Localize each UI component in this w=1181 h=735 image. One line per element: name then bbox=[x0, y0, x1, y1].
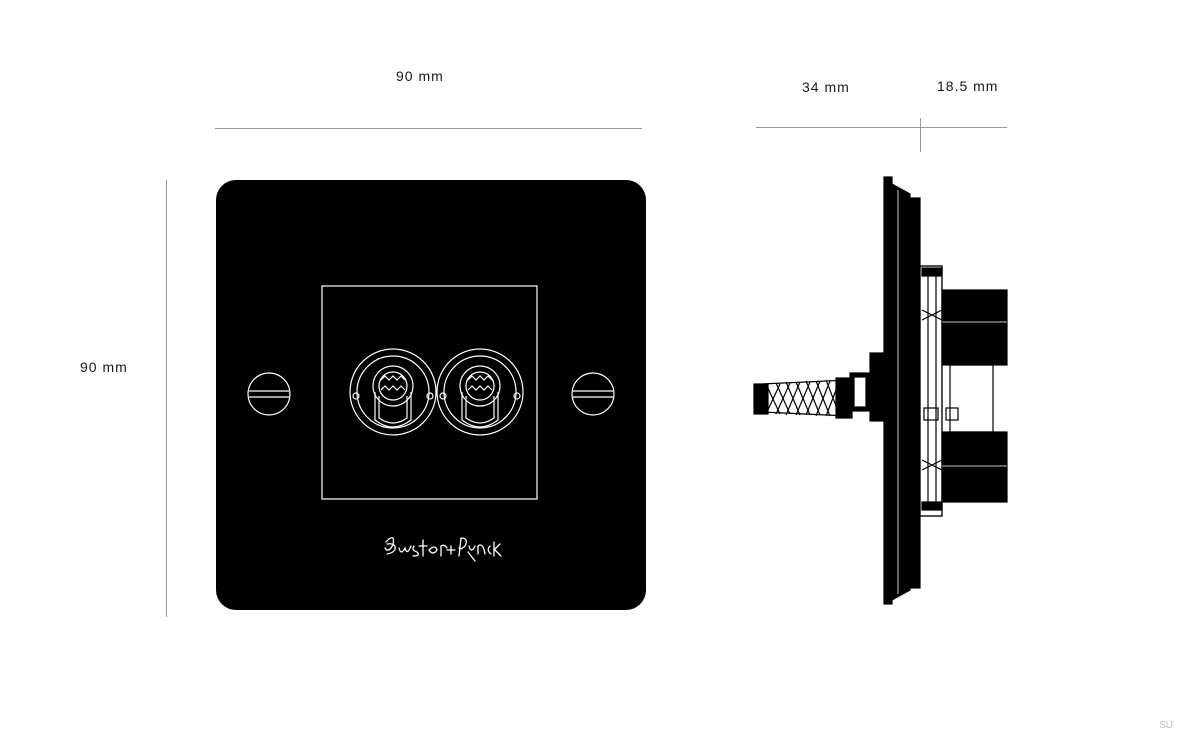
depth-divider-tick bbox=[920, 118, 921, 152]
dimmer-knob-left-icon bbox=[349, 348, 437, 436]
left-screw-icon bbox=[247, 372, 291, 416]
brand-logo-icon bbox=[384, 537, 502, 562]
height-dimension-line bbox=[166, 180, 167, 617]
wall-plate bbox=[216, 180, 646, 610]
front-depth-dimension-label: 34 mm bbox=[802, 79, 850, 95]
plate-edge bbox=[883, 176, 893, 605]
width-dimension-line bbox=[215, 128, 642, 129]
knob-shaft-icon bbox=[753, 352, 885, 422]
dimmer-knob-right-icon bbox=[436, 348, 524, 436]
back-box bbox=[909, 197, 1008, 589]
height-dimension-label: 90 mm bbox=[80, 359, 128, 375]
plate-bevel bbox=[891, 183, 911, 601]
centre-plate-outline bbox=[321, 285, 538, 500]
side-view-switch bbox=[753, 176, 1008, 605]
right-screw-icon bbox=[571, 372, 615, 416]
corner-watermark: SU bbox=[1159, 720, 1173, 731]
back-depth-dimension-label: 18.5 mm bbox=[937, 78, 999, 94]
width-dimension-label: 90 mm bbox=[396, 68, 444, 84]
front-view-plate bbox=[216, 180, 646, 610]
depth-dimension-line bbox=[756, 127, 1007, 128]
